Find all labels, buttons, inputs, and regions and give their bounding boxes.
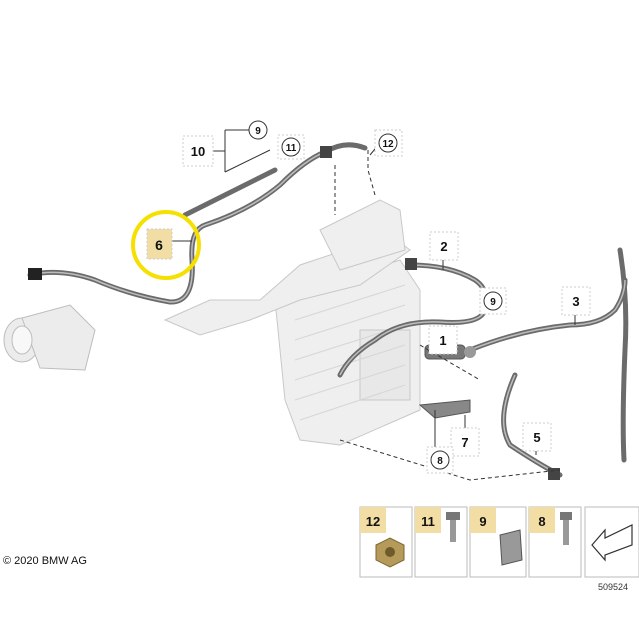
legend-arrow: [584, 506, 639, 578]
hose-clip: [405, 258, 417, 270]
label-9-top: 9: [248, 120, 268, 140]
screw-head-icon: [446, 512, 460, 520]
legend-11: 11: [414, 506, 468, 578]
label-6: 6: [146, 228, 173, 260]
hose-end-connector: [28, 268, 42, 280]
label-8-text: 8: [437, 456, 443, 467]
label-3: 3: [561, 286, 591, 316]
label-5-text: 5: [533, 430, 540, 445]
label-11: 11: [277, 134, 305, 160]
label-9-top-text: 9: [255, 126, 261, 137]
label-10-text: 10: [191, 144, 205, 159]
label-12-text: 12: [382, 139, 394, 150]
legend-11-text: 11: [421, 514, 435, 529]
legend-8: 8: [528, 506, 582, 578]
leader-lines: [334, 150, 561, 481]
legend-9-text: 9: [479, 514, 486, 529]
legend-12-text: 12: [366, 514, 380, 529]
label-12: 12: [374, 129, 403, 157]
hose-clip: [320, 146, 332, 158]
hex-nut-hole: [385, 547, 395, 557]
bolt-head-icon: [560, 512, 572, 520]
label-3-text: 3: [572, 294, 579, 309]
highlight-circle: [131, 210, 201, 280]
hose-inner: [29, 151, 626, 476]
label-2: 2: [429, 231, 459, 261]
legend-12: 12: [359, 506, 413, 578]
copyright-text: © 2020 BMW AG: [3, 555, 87, 567]
label-6-text: 6: [155, 237, 163, 253]
document-number: 509524: [598, 582, 629, 592]
label-9-right: 9: [479, 287, 507, 315]
label-10: 10: [182, 135, 214, 167]
label-2-text: 2: [440, 239, 447, 254]
label-1-text: 1: [439, 333, 446, 348]
charge-air-cooler: [163, 199, 421, 446]
label-11-text: 11: [286, 143, 297, 154]
label-7-text: 7: [461, 435, 468, 450]
legend-8-text: 8: [538, 514, 545, 529]
legend-9: 9: [469, 506, 527, 578]
bracket-part: [418, 399, 471, 419]
label-1: 1: [428, 325, 458, 355]
label-7: 7: [450, 427, 480, 457]
bolt-shaft-icon: [563, 520, 569, 545]
turbo-outlet: [3, 304, 96, 371]
direction-arrow-icon: [591, 524, 633, 562]
label-9-right-text: 9: [490, 297, 496, 308]
clip-icon: [499, 529, 523, 566]
screw-shaft-icon: [450, 520, 456, 542]
label-5: 5: [522, 422, 552, 452]
label-8: 8: [426, 446, 454, 474]
cooler-fins: [294, 284, 406, 421]
